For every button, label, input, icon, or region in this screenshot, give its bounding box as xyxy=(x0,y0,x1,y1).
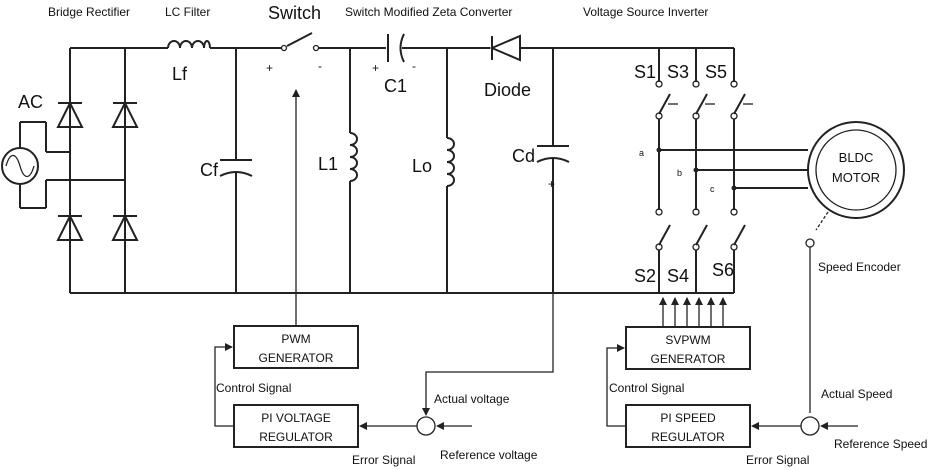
s5-label: S5 xyxy=(705,62,727,82)
actual-voltage-path xyxy=(422,198,554,416)
diode-label: Diode xyxy=(484,80,531,100)
phase-lines xyxy=(656,147,808,191)
pi-speed-label-line1: PI SPEED xyxy=(660,411,716,425)
pi-voltage-label-line1: PI VOLTAGE xyxy=(261,411,331,425)
c1-plus: + xyxy=(372,61,379,75)
cd-label: Cd xyxy=(512,146,535,166)
speed-encoder-label: Speed Encoder xyxy=(818,260,901,274)
phase-a-label: a xyxy=(639,148,644,158)
cd-plus: + xyxy=(548,177,555,191)
l1-inductor xyxy=(349,48,358,293)
switch-minus-right: - xyxy=(318,59,322,73)
lo-inductor xyxy=(446,48,455,293)
switch-plus-left: + xyxy=(266,61,273,75)
lf-label: Lf xyxy=(172,64,188,84)
control-signal-left-label: Control Signal xyxy=(216,381,291,395)
pi-speed-label-line2: REGULATOR xyxy=(651,430,725,444)
control-signal-right-label: Control Signal xyxy=(609,381,684,395)
speed-encoder xyxy=(805,211,829,413)
l1-label: L1 xyxy=(318,154,338,174)
ac-label: AC xyxy=(18,92,43,112)
reference-voltage-label: Reference voltage xyxy=(440,448,538,462)
c1-minus: - xyxy=(412,59,416,73)
s2-label: S2 xyxy=(634,266,656,286)
pwm-label-line2: GENERATOR xyxy=(259,351,334,365)
motor-label-line2: MOTOR xyxy=(832,170,880,185)
actual-voltage-label: Actual voltage xyxy=(434,392,510,406)
cf-label: Cf xyxy=(200,160,219,180)
error-signal-right-label: Error Signal xyxy=(746,453,809,467)
svpwm-label-line1: SVPWM xyxy=(665,333,710,347)
pwm-label-line1: PWM xyxy=(281,332,310,346)
lf-inductor xyxy=(167,40,211,49)
speed-summing-junction xyxy=(800,416,820,436)
lc-filter-title: LC Filter xyxy=(165,5,210,19)
svpwm-label-line2: GENERATOR xyxy=(651,352,726,366)
ac-source xyxy=(1,121,125,209)
diode xyxy=(489,34,521,62)
bridge-rectifier-title: Bridge Rectifier xyxy=(48,5,130,19)
s4-label: S4 xyxy=(667,266,689,286)
control-signal-path-right xyxy=(606,344,626,427)
s3-label: S3 xyxy=(667,62,689,82)
svpwm-gate-arrows xyxy=(659,297,727,327)
pi-voltage-label-line2: REGULATOR xyxy=(259,430,333,444)
voltage-summing-junction xyxy=(416,416,436,436)
bldc-motor xyxy=(807,121,905,219)
switch-title: Switch xyxy=(268,3,321,23)
s1-label: S1 xyxy=(634,62,656,82)
actual-speed-label: Actual Speed xyxy=(821,387,892,401)
phase-b-label: b xyxy=(677,168,682,178)
vsi-title: Voltage Source Inverter xyxy=(583,5,708,19)
lo-label: Lo xyxy=(412,156,432,176)
svpwm-generator-block xyxy=(625,326,751,370)
c1-capacitor xyxy=(387,33,405,63)
control-signal-path-left xyxy=(214,343,234,427)
bridge-rectifier xyxy=(56,48,139,293)
inverter-legs xyxy=(655,48,746,293)
error-signal-left-label: Error Signal xyxy=(352,453,415,467)
cf-capacitor xyxy=(219,48,253,293)
motor-label-line1: BLDC xyxy=(839,150,874,165)
zeta-converter-title: Switch Modified Zeta Converter xyxy=(345,5,512,19)
main-switch xyxy=(280,32,320,52)
c1-label: C1 xyxy=(384,76,407,96)
phase-c-label: c xyxy=(710,184,715,194)
reference-speed-label: Reference Speed xyxy=(834,437,927,451)
s6-label: S6 xyxy=(712,260,734,280)
